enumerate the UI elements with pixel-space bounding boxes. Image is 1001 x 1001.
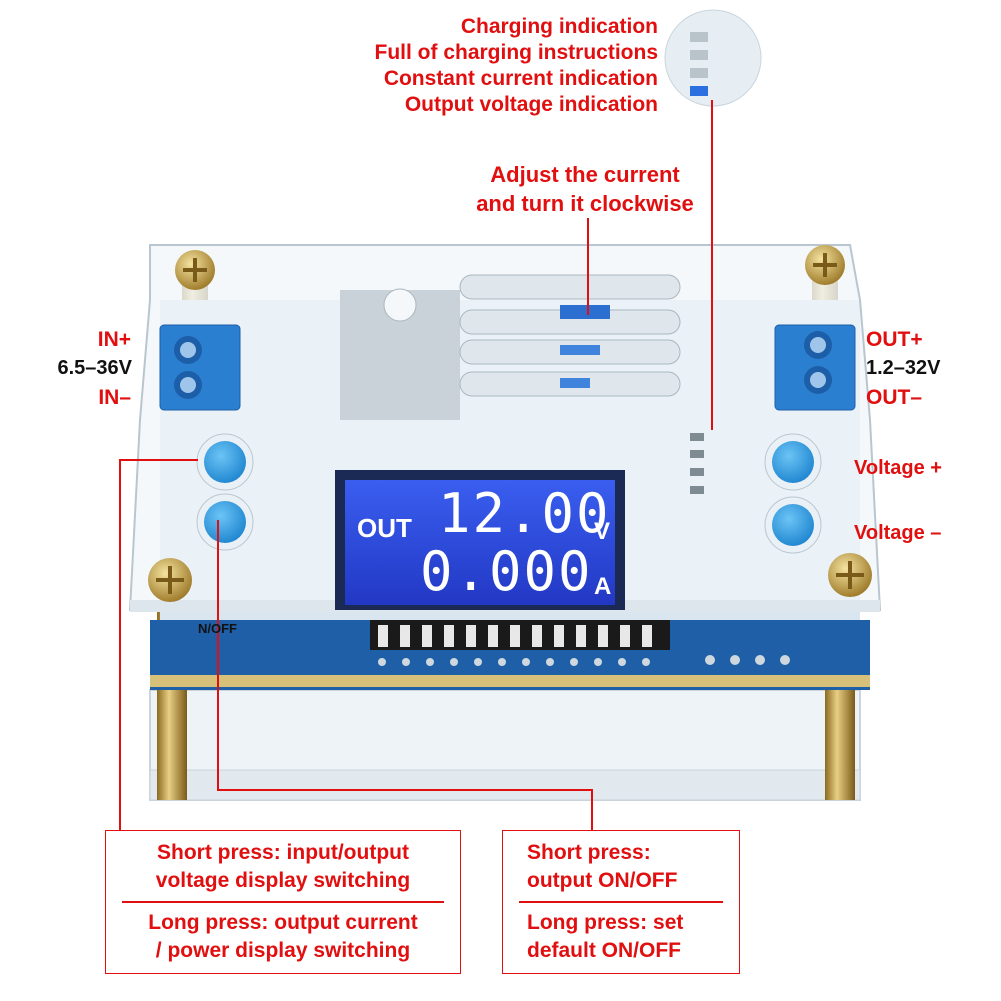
pcb-board (150, 620, 870, 690)
voltage-plus-label: Voltage + (854, 457, 942, 479)
blue-pot-windows (560, 345, 600, 388)
right-button-explanation-box: Short press: output ON/OFF Long press: s… (502, 830, 740, 974)
adjust-current-label: Adjust the current and turn it clockwise (440, 160, 730, 218)
output-terminal-block (774, 324, 856, 411)
charging-indication-label: Charging indication (460, 15, 658, 38)
out-plus-label: OUT+ (866, 328, 923, 351)
constant-current-label: Constant current indication (383, 67, 658, 90)
lcd-voltage-value: 12.00 (438, 482, 611, 545)
left-short-press-line-2: voltage display switching (155, 869, 411, 892)
screws (148, 245, 872, 602)
pcb-edge (150, 675, 870, 687)
out-voltage-range-label: 1.2–32V (866, 357, 941, 379)
input-terminal-block (159, 324, 241, 411)
front-buttons (196, 433, 822, 554)
heatsink (340, 274, 681, 420)
lcd-voltage-unit: V (594, 518, 611, 545)
current-potentiometer (560, 305, 610, 319)
left-short-press-line-1: Short press: input/output (157, 841, 409, 864)
lcd-out-label: OUT (357, 513, 412, 543)
right-short-press-line-2: output ON/OFF (527, 869, 678, 892)
leader-lines (119, 100, 713, 830)
lcd-current-unit: A (594, 573, 612, 600)
in-plus-label: IN+ (97, 328, 131, 351)
left-long-press-line-2: / power display switching (155, 938, 411, 962)
right-long-press-line-2: default ON/OFF (527, 938, 681, 962)
output-voltage-indication-label: Output voltage indication (404, 93, 658, 116)
voltage-minus-label: Voltage – (854, 522, 942, 544)
board-leds (690, 433, 704, 494)
left-box-divider (122, 901, 444, 903)
right-box-divider (519, 901, 723, 903)
lcd-current-value: 0.000 (420, 540, 593, 603)
right-long-press-line-1: Long press: set (527, 910, 684, 934)
full-charging-label: Full of charging instructions (374, 41, 659, 64)
lcd-screen (345, 480, 615, 605)
in-minus-label: IN– (98, 386, 131, 409)
left-long-press-line-1: Long press: output current (148, 910, 418, 934)
adjust-line-2: and turn it clockwise (476, 191, 694, 216)
in-voltage-range-label: 6.5–36V (57, 357, 132, 379)
out-minus-label: OUT– (866, 386, 923, 409)
indicator-labels: Charging indication Full of charging ins… (375, 14, 659, 118)
led-magnifier (664, 9, 762, 107)
left-button-explanation-box: Short press: input/output voltage displa… (105, 830, 461, 974)
bottom-plate-edge (149, 769, 861, 801)
adjust-line-1: Adjust the current (490, 162, 680, 187)
header-pins (370, 620, 790, 666)
right-short-press-line-1: Short press: (527, 841, 651, 864)
switch-silkscreen-label: N/OFF (198, 621, 237, 636)
